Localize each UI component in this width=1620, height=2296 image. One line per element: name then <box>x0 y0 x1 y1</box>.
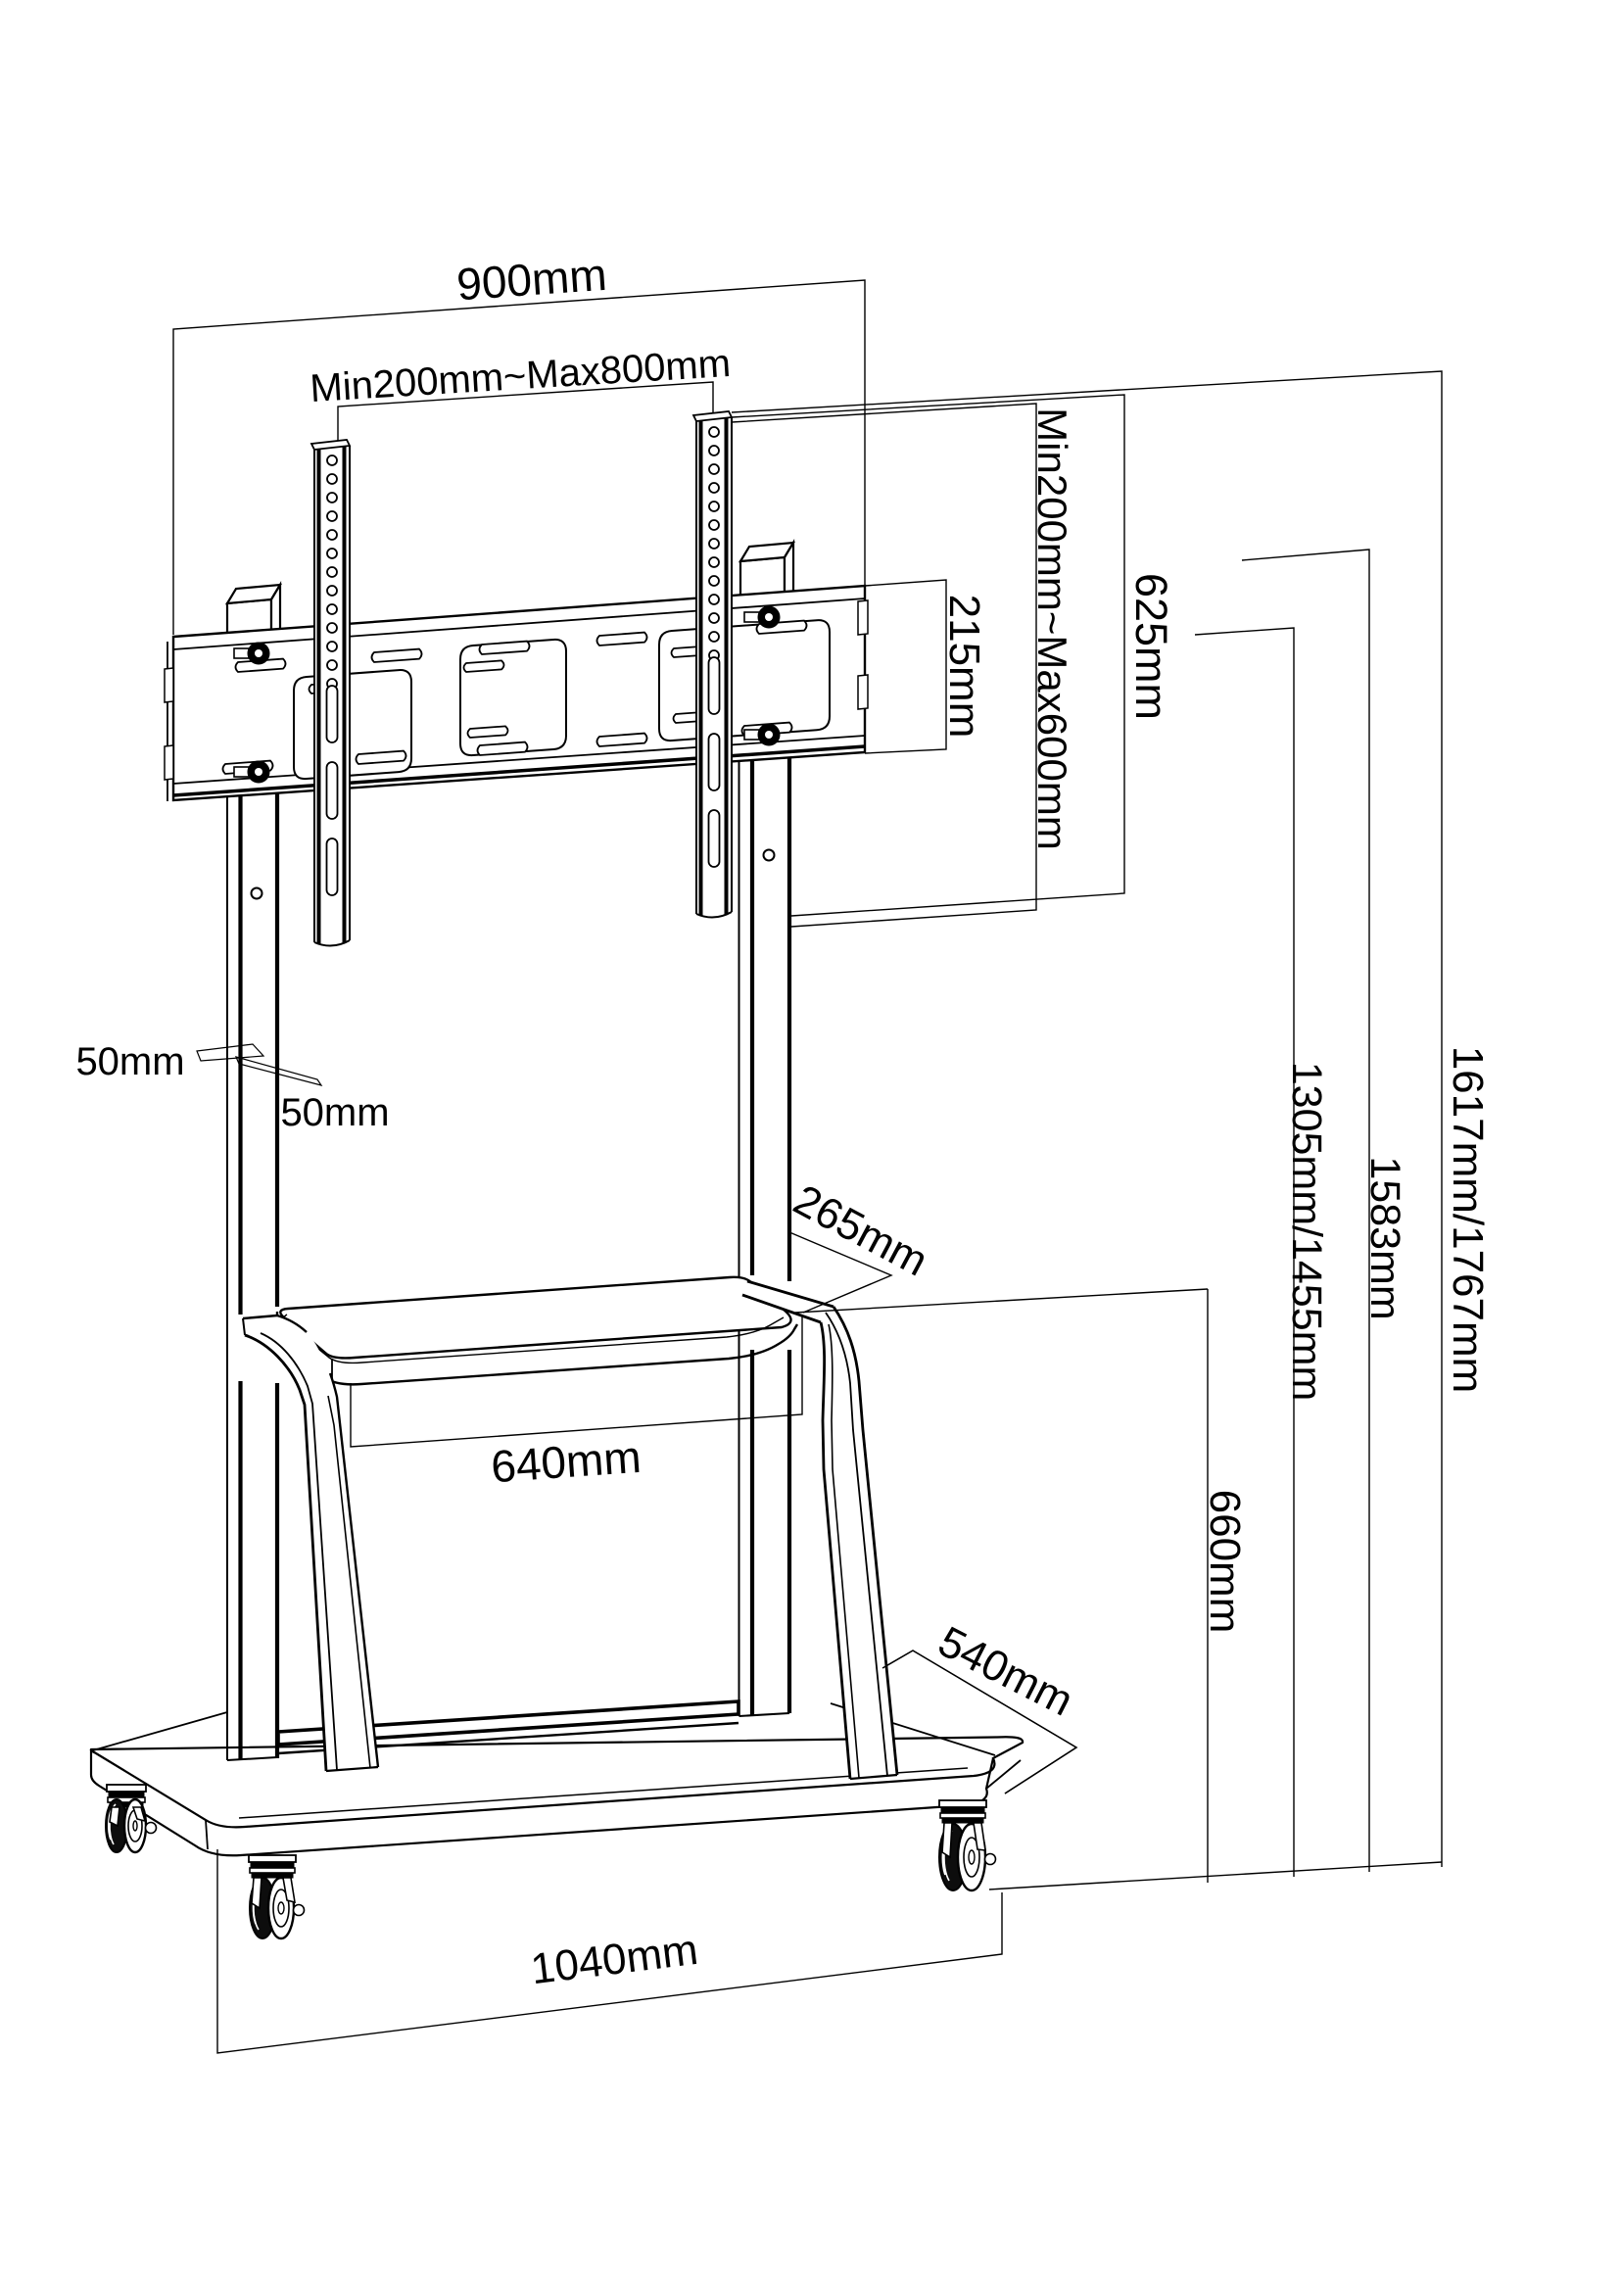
svg-text:660mm: 660mm <box>1201 1490 1249 1634</box>
svg-text:Min200mm~Max600mm: Min200mm~Max600mm <box>1029 407 1075 850</box>
svg-text:640mm: 640mm <box>490 1431 643 1493</box>
svg-text:900mm: 900mm <box>455 249 609 311</box>
svg-text:1305mm/1455mm: 1305mm/1455mm <box>1283 1062 1330 1402</box>
svg-text:50mm: 50mm <box>75 1040 184 1083</box>
svg-text:1617mm/1767mm: 1617mm/1767mm <box>1444 1046 1492 1394</box>
svg-text:215mm: 215mm <box>940 595 988 739</box>
svg-text:625mm: 625mm <box>1126 573 1176 720</box>
svg-text:50mm: 50mm <box>280 1091 389 1134</box>
svg-text:1583mm: 1583mm <box>1361 1156 1408 1319</box>
